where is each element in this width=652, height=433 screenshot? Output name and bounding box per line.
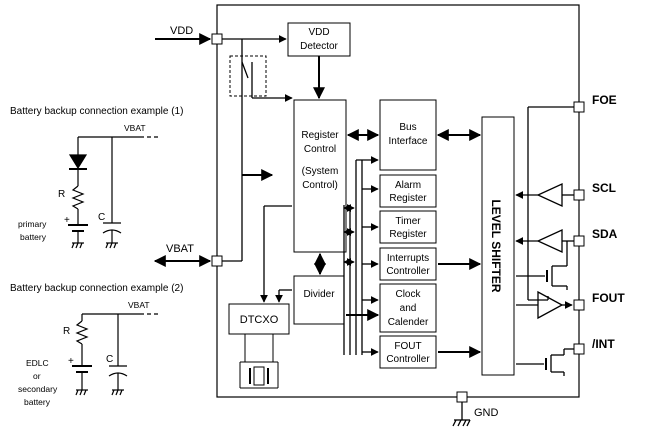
fout-pin-square [573, 299, 585, 311]
fout-controller-line-2: Controller [386, 354, 430, 365]
register-control-block: Register Control (System Control) [293, 99, 347, 253]
scl-pin-label: SCL [592, 181, 616, 195]
example-2-battery-line-1: EDLC [26, 358, 49, 368]
timer-register-block: Timer Register [379, 210, 437, 244]
divider-label: Divider [303, 289, 335, 300]
gnd-pin-label: GND [474, 407, 499, 419]
fout-controller-line-1: FOUT [394, 341, 421, 352]
sda-pin-square [573, 235, 585, 247]
vdd-detector-label-v: VDD [308, 27, 329, 38]
dtcxo-block: DTCXO [228, 303, 290, 389]
example-2-battery-line-4: battery [24, 397, 51, 407]
example-2-plus: + [68, 356, 74, 367]
alarm-register-line-1: Alarm [395, 180, 421, 191]
example-2-battery-line-3: secondary [18, 384, 58, 394]
battery-example-2: Battery backup connection example (2) VB… [10, 283, 183, 407]
example-1-battery-line-2: battery [20, 232, 47, 242]
example-2-vbat: VBAT [128, 300, 150, 310]
register-control-line-3: (System [302, 166, 339, 177]
clock-calendar-line-1: Clock [395, 289, 421, 300]
example-1-c: C [98, 212, 105, 223]
example-1-plus: + [64, 215, 70, 226]
vdd-pin-label: VDD [170, 25, 193, 37]
level-shifter-label: LEVEL SHIFTER [489, 199, 503, 292]
timer-register-line-2: Register [389, 229, 427, 240]
example-2-title: Battery backup connection example (2) [10, 283, 183, 294]
divider-block: Divider [293, 275, 345, 325]
scl-pin-square [573, 189, 585, 201]
example-2-c: C [106, 354, 113, 365]
interrupts-controller-line-2: Controller [386, 266, 430, 277]
gnd-pin-square [456, 391, 468, 403]
vdd-pin-square [211, 33, 223, 45]
foe-pin-label: FOE [592, 93, 617, 107]
example-1-vbat: VBAT [124, 123, 146, 133]
bus-interface-line-2: Interface [389, 136, 428, 147]
int-pin-label: /INT [592, 337, 615, 351]
level-shifter-block: LEVEL SHIFTER [481, 116, 515, 376]
fout-controller-block: FOUT Controller [379, 335, 437, 369]
register-control-line-4: Control) [302, 180, 338, 191]
example-1-r: R [58, 189, 65, 200]
battery-example-1: Battery backup connection example (1) VB… [10, 106, 183, 249]
wiring [153, 33, 574, 427]
clock-calendar-block: Clock and Calender [379, 283, 437, 333]
example-1-battery-line-1: primary [18, 219, 47, 229]
vbat-pin-square [211, 255, 223, 267]
clock-calendar-line-2: and [400, 303, 417, 314]
svg-text:VDD: VDD [308, 27, 329, 38]
foe-pin-square [573, 101, 585, 113]
bus-interface-line-1: Bus [399, 122, 416, 133]
bus-interface-block: Bus Interface [379, 99, 437, 171]
register-control-line-1: Register [301, 130, 339, 141]
alarm-register-line-2: Register [389, 193, 427, 204]
chip-outline [216, 4, 580, 398]
example-2-battery-line-2: or [33, 371, 41, 381]
example-1-title: Battery backup connection example (1) [10, 106, 183, 117]
vdd-detector-label-detector: Detector [300, 41, 338, 52]
vbat-pin-label: VBAT [166, 243, 194, 255]
interrupts-controller-line-1: Interrupts [387, 253, 429, 264]
fout-pin-label: FOUT [592, 291, 625, 305]
int-pin-square [573, 343, 585, 355]
example-2-r: R [63, 326, 70, 337]
timer-register-line-1: Timer [395, 216, 421, 227]
clock-calendar-line-3: Calender [388, 317, 429, 328]
interrupts-controller-block: Interrupts Controller [379, 247, 437, 281]
alarm-register-block: Alarm Register [379, 174, 437, 208]
dtcxo-label: DTCXO [240, 314, 279, 326]
register-control-line-2: Control [304, 144, 336, 155]
vdd-detector-block: VDD Detector [287, 22, 351, 57]
sda-pin-label: SDA [592, 227, 618, 241]
